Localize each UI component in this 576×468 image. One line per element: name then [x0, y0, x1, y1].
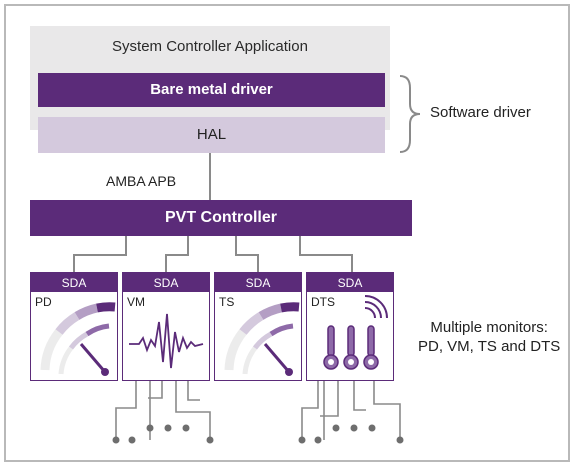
- gauge-icon: [40, 302, 116, 376]
- monitor-vm: VM: [122, 291, 210, 381]
- sda-block-vm: SDA: [122, 272, 210, 294]
- multiple-monitors-line1: Multiple monitors:: [430, 319, 548, 336]
- software-driver-label: Software driver: [430, 104, 531, 121]
- monitor-dts-label: DTS: [311, 295, 335, 309]
- sda-block-pd: SDA: [30, 272, 118, 294]
- thermometer-icon: [323, 295, 388, 370]
- bare-metal-driver-block: Bare metal driver: [38, 73, 385, 107]
- sda-block-dts: SDA: [306, 272, 394, 294]
- monitor-ts: TS: [214, 291, 302, 381]
- monitor-vm-label: VM: [127, 295, 145, 309]
- monitor-dts: DTS: [306, 291, 394, 381]
- gauge-icon: [224, 302, 300, 376]
- system-controller-application-label: System Controller Application: [112, 38, 308, 55]
- sda-block-ts: SDA: [214, 272, 302, 294]
- amba-apb-label: AMBA APB: [106, 173, 177, 189]
- monitor-pd: PD: [30, 291, 118, 381]
- hal-block: HAL: [38, 117, 385, 153]
- waveform-icon: [129, 313, 204, 369]
- pvt-controller-block: PVT Controller: [30, 200, 412, 236]
- monitor-ts-label: TS: [219, 295, 235, 309]
- multiple-monitors-caption: Multiple monitors: PD, VM, TS and DTS: [418, 318, 560, 356]
- multiple-monitors-line2: PD, VM, TS and DTS: [418, 338, 561, 355]
- monitor-pd-label: PD: [35, 295, 52, 309]
